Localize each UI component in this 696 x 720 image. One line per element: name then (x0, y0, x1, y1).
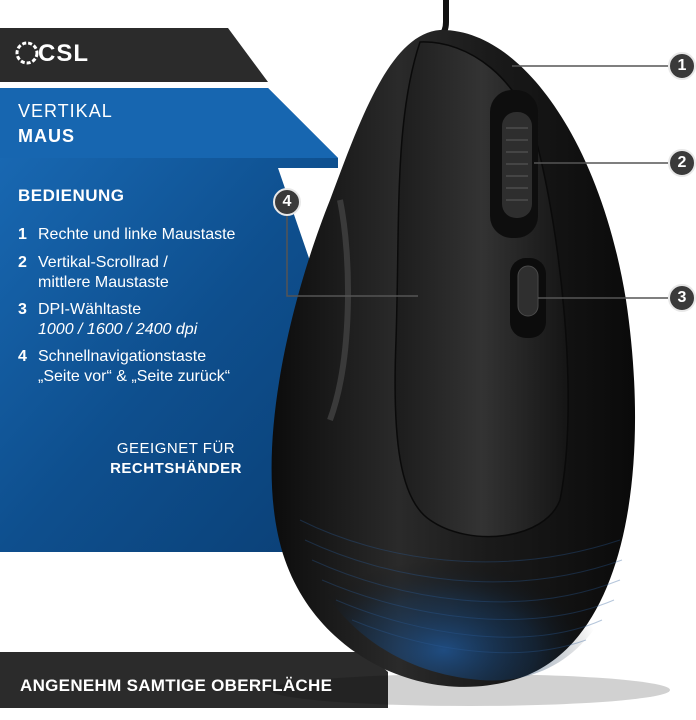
feature-item-1: 1 Rechte und linke Maustaste (18, 225, 235, 245)
feature-subtext: 1000 / 1600 / 2400 dpi (38, 321, 198, 338)
feature-item-3: 3 DPI-Wähltaste 1000 / 1600 / 2400 dpi (18, 300, 197, 340)
feature-number: 4 (18, 348, 27, 365)
feature-text: Schnellnavigationstaste (38, 348, 207, 365)
feature-number: 1 (18, 226, 27, 243)
velvet-texture-lines (299, 519, 623, 654)
product-title-line1: VERTIKAL (18, 101, 113, 121)
feature-subtext: mittlere Maustaste (38, 274, 169, 291)
feature-text: DPI-Wähltaste (38, 301, 142, 318)
logo-panel (0, 28, 268, 82)
suitability-line2: RECHTSHÄNDER (110, 460, 242, 477)
mouse-blue-texture (290, 480, 633, 681)
section-title: BEDIENUNG (18, 186, 125, 205)
floor-shadow (270, 674, 670, 706)
dpi-button (517, 265, 539, 317)
feature-subtext: „Seite vor“ & „Seite zurück“ (38, 368, 231, 385)
callout-leader-lines (286, 65, 668, 299)
scroll-wheel-ridges (506, 127, 528, 201)
callout-1: 1 (668, 52, 696, 80)
feature-item-2: 2 Vertikal-Scrollrad / mittlere Maustaste (18, 253, 169, 293)
product-title-line2: MAUS (18, 126, 75, 146)
suitability-line1: GEEIGNET FÜR (116, 440, 236, 457)
feature-number: 3 (18, 301, 27, 318)
callout-3: 3 (668, 284, 696, 312)
feature-number: 2 (18, 254, 27, 271)
feature-text: Vertikal-Scrollrad / (38, 254, 168, 271)
callout-4: 4 (273, 188, 301, 216)
bottom-banner (0, 652, 388, 708)
side-nav-buttons (327, 199, 352, 422)
bottom-banner-text: ANGENEHM SAMTIGE OBERFLÄCHE (20, 676, 333, 695)
callout-2: 2 (668, 149, 696, 177)
feature-text: Rechte und linke Maustaste (38, 226, 236, 243)
brand-logo: CSL (38, 40, 89, 67)
blue-header-band (0, 88, 338, 158)
feature-item-4: 4 Schnellnavigationstaste „Seite vor“ & „… (18, 347, 230, 387)
csl-logo-icon (15, 41, 39, 65)
